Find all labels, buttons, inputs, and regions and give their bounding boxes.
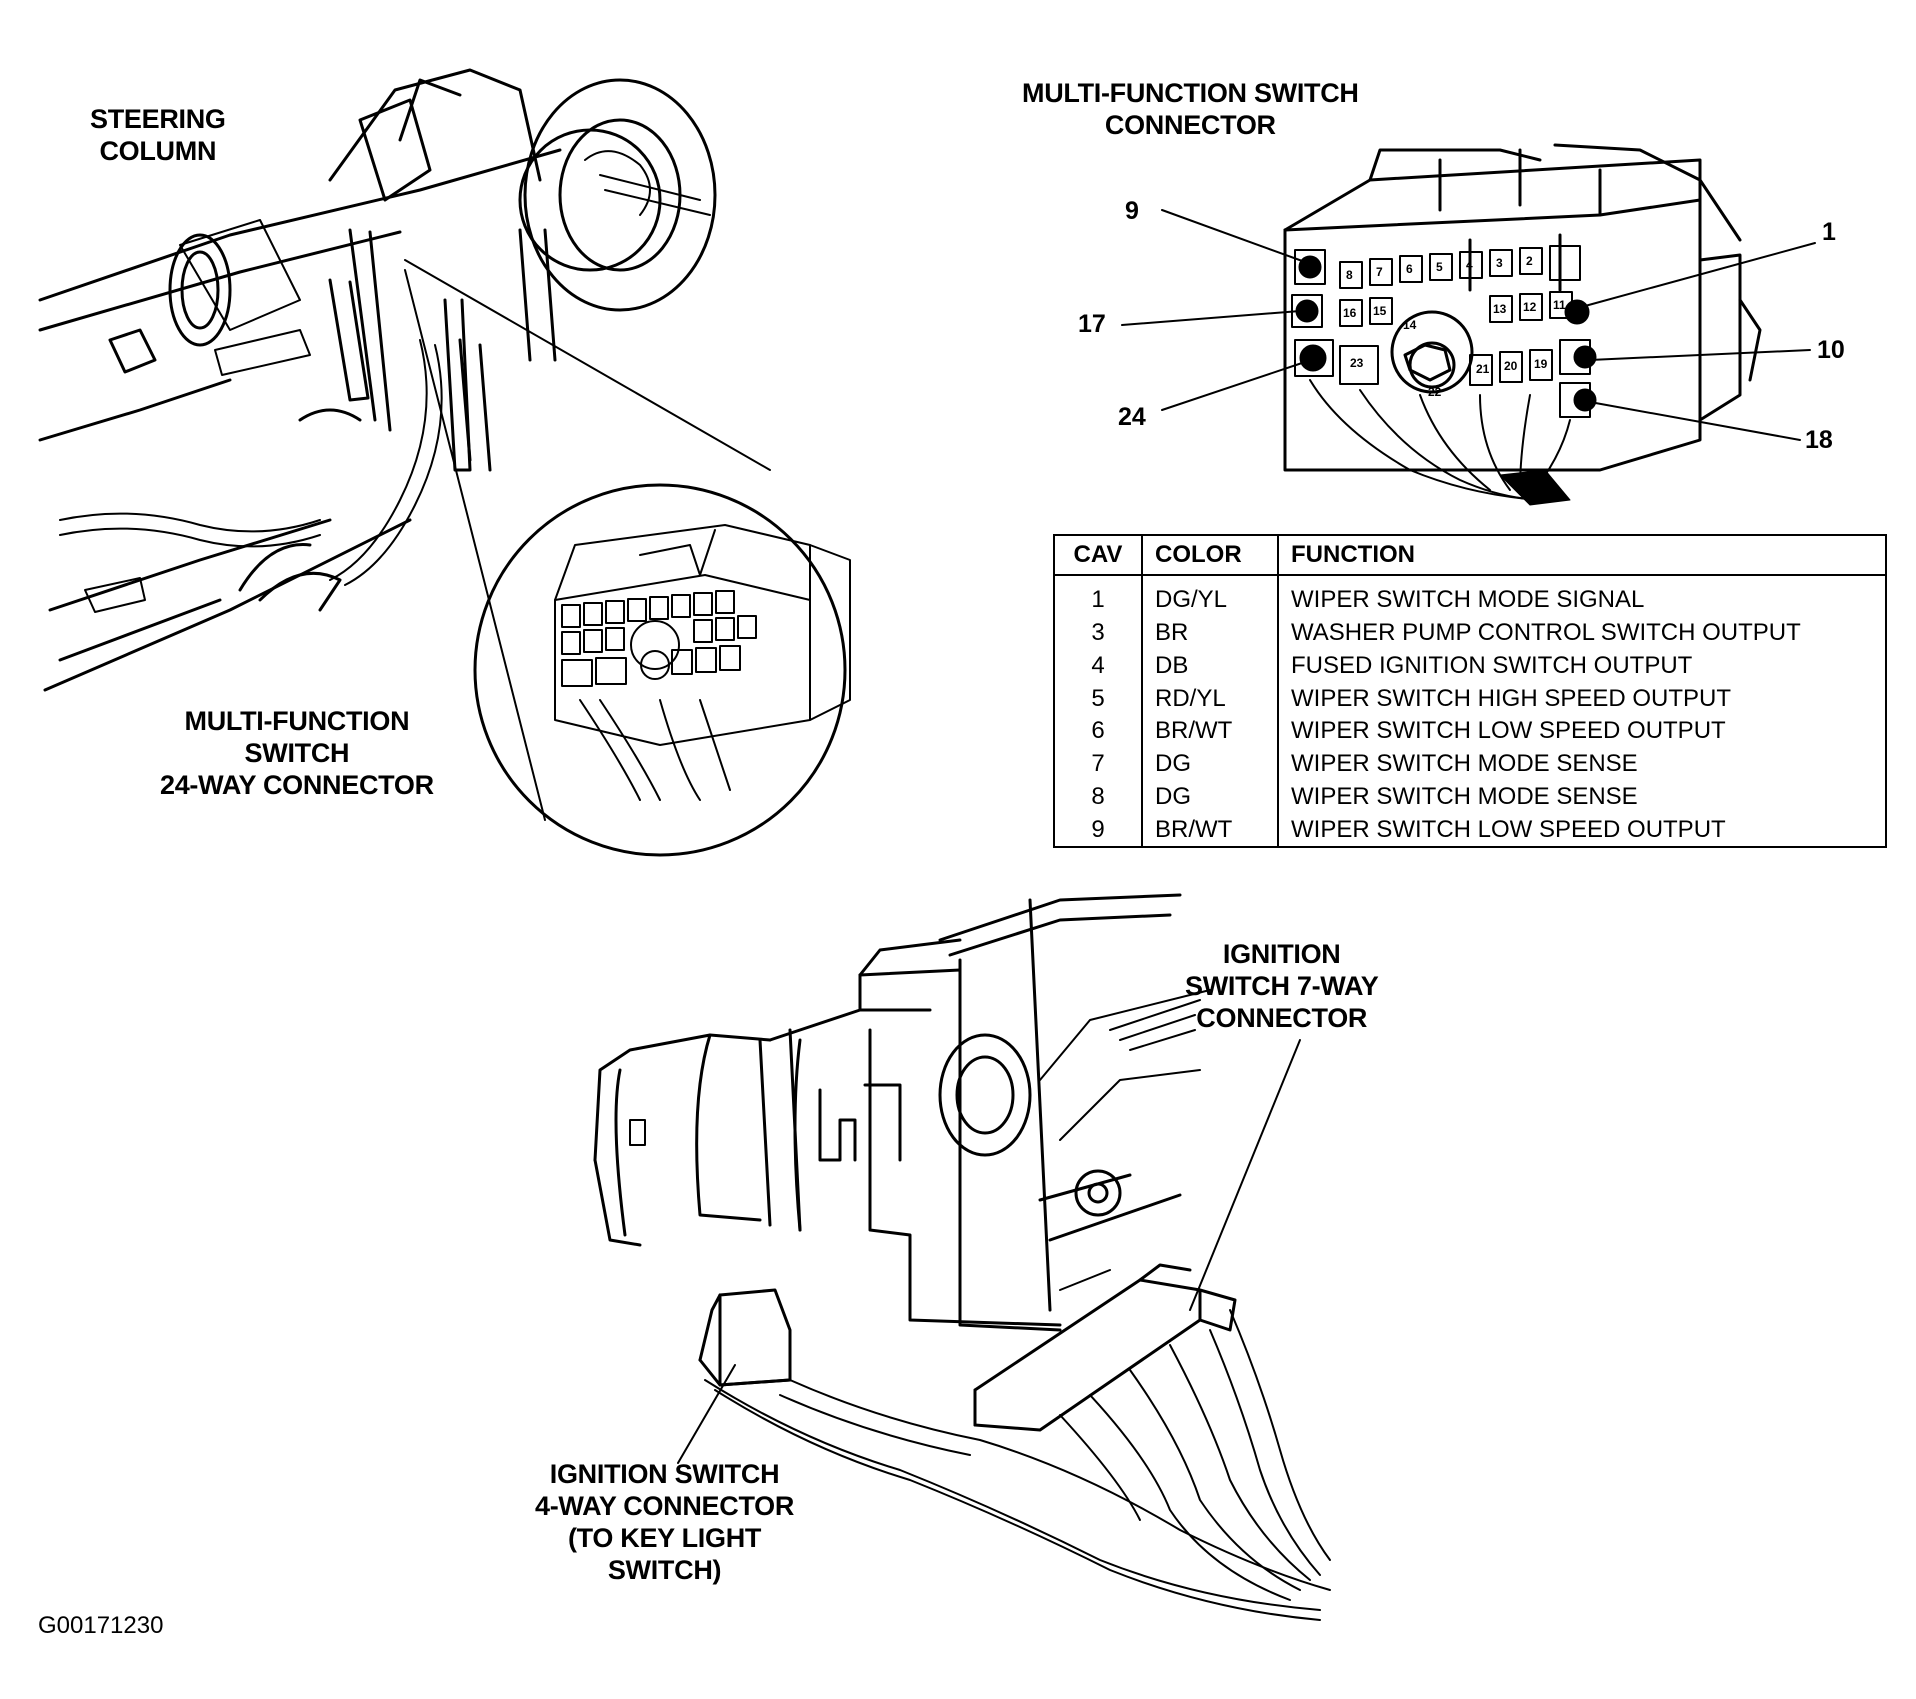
ignition-4way-label-line: IGNITION SWITCH [549,1459,780,1489]
steering-column-drawing [38,68,717,692]
ignition-4way-label: IGNITION SWITCH 4-WAY CONNECTOR (TO KEY … [535,1458,794,1586]
cavity-number: 7 [1376,265,1383,279]
table-cell-cav: 5 [1054,682,1143,716]
table-cell-cav: 4 [1054,649,1143,683]
steering-column-label: STEERING COLUMN [90,103,226,167]
table-row: 4 DB FUSED IGNITION SWITCH OUTPUT [1054,649,1886,683]
table-cell-function: WIPER SWITCH MODE SENSE [1291,782,1638,810]
ignition-4way-label-line: SWITCH) [607,1555,722,1585]
table-cell-color: BR/WT [1142,715,1279,748]
mfs-connector-label-line: CONNECTOR [1104,110,1276,140]
cavity-number: 21 [1476,362,1490,376]
mfs-connector-label-line: MULTI-FUNCTION SWITCH [1022,78,1359,108]
cavity-number: 23 [1350,356,1364,370]
ignition-7way-label-line: SWITCH 7-WAY [1185,971,1379,1001]
cavity-number: 22 [1428,385,1442,399]
table-row: 1 DG/YL WIPER SWITCH MODE SIGNAL [1054,575,1886,617]
ignition-7way-label-line: CONNECTOR [1196,1003,1368,1033]
table-header-function: FUNCTION [1278,535,1886,576]
table-cell-cav: 1 [1054,575,1143,617]
table-row: 7 DG WIPER SWITCH MODE SENSE [1054,747,1886,781]
table-row: 6 BR/WT WIPER SWITCH LOW SPEED OUTPUT [1054,715,1886,748]
table-cell-cav: 9 [1054,813,1143,847]
cavity-number: 2 [1526,254,1533,268]
table-header-color: COLOR [1142,535,1279,576]
table-row: 8 DG WIPER SWITCH MODE SENSE [1054,780,1886,814]
pin-callout-1: 1 [1822,218,1836,246]
table-cell-color: BR [1142,616,1279,650]
mfs-24way-label-line: 24-WAY CONNECTOR [160,770,434,800]
cavity-number: 6 [1406,262,1413,276]
table-cell-cav: 7 [1054,747,1143,781]
cavity-number: 5 [1436,260,1443,274]
cavity-number: 15 [1373,304,1387,318]
table-cell-function: FUSED IGNITION SWITCH OUTPUT [1291,652,1693,679]
steering-column-label-line: STEERING [90,104,226,134]
ignition-4way-label-line: (TO KEY LIGHT [567,1523,762,1553]
figure-id: G00171230 [38,1612,164,1639]
ignition-4way-label-line: 4-WAY CONNECTOR [535,1491,795,1521]
mfs-24way-label: MULTI-FUNCTION SWITCH 24-WAY CONNECTOR [160,705,434,801]
table-cell-cav: 3 [1054,616,1143,650]
cavity-number: 11 [1553,298,1566,312]
table-cell-color: BR/WT [1142,813,1279,847]
table-header-cav: CAV [1054,535,1143,576]
cavity-number: 3 [1496,256,1503,270]
table-cell-color: DG [1142,747,1279,781]
cavity-number: 12 [1523,300,1537,314]
table-cell-function: WIPER SWITCH LOW SPEED OUTPUT [1291,717,1726,745]
table-row: 3 BR WASHER PUMP CONTROL SWITCH OUTPUT [1054,616,1886,650]
pin-callout-18: 18 [1805,426,1833,454]
cavity-number: 19 [1534,357,1548,371]
pin-callout-24: 24 [1118,403,1146,431]
cavity-number: 20 [1504,359,1518,373]
cavity-number: 4 [1466,258,1473,272]
ignition-7way-label: IGNITION SWITCH 7-WAY CONNECTOR [1185,938,1379,1034]
table-cell-function: WASHER PUMP CONTROL SWITCH OUTPUT [1291,619,1801,647]
magnified-connector-drawing [554,524,851,801]
table-cell-color: RD/YL [1142,682,1279,716]
cavity-number: 16 [1343,306,1357,320]
pin-callout-9: 9 [1125,197,1139,225]
table-row: 5 RD/YL WIPER SWITCH HIGH SPEED OUTPUT [1054,682,1886,716]
table-cell-color: DG/YL [1142,575,1279,617]
mfs-connector-drawing [1121,143,1816,506]
table-cell-cav: 8 [1054,780,1143,814]
pin-callout-10: 10 [1817,336,1845,364]
table-cell-color: DB [1142,649,1279,683]
mfs-24way-label-line: MULTI-FUNCTION [184,706,410,736]
table-cell-function: WIPER SWITCH HIGH SPEED OUTPUT [1291,684,1732,712]
cavity-number: 8 [1346,268,1353,282]
mfs-connector-label: MULTI-FUNCTION SWITCH CONNECTOR [1022,77,1359,141]
ignition-7way-label-line: IGNITION [1222,939,1341,969]
table-cell-function: WIPER SWITCH MODE SIGNAL [1291,586,1645,614]
table-cell-color: DG [1142,780,1279,814]
cavity-number: 14 [1403,318,1417,332]
cavity-number: 13 [1493,302,1507,316]
pin-callout-17: 17 [1078,310,1106,338]
ignition-switch-drawing [593,893,1331,1621]
cavity-function-table: CAV COLOR FUNCTION 1 DG/YL WIPER SWITCH … [1053,534,1887,848]
table-cell-cav: 6 [1054,715,1143,748]
table-row: 9 BR/WT WIPER SWITCH LOW SPEED OUTPUT [1054,813,1886,847]
table-cell-function: WIPER SWITCH LOW SPEED OUTPUT [1291,815,1726,843]
table-cell-function: WIPER SWITCH MODE SENSE [1291,750,1638,778]
table-header-row: CAV COLOR FUNCTION [1054,535,1886,576]
steering-column-label-line: COLUMN [99,136,217,166]
mfs-24way-label-line: SWITCH [244,738,350,768]
